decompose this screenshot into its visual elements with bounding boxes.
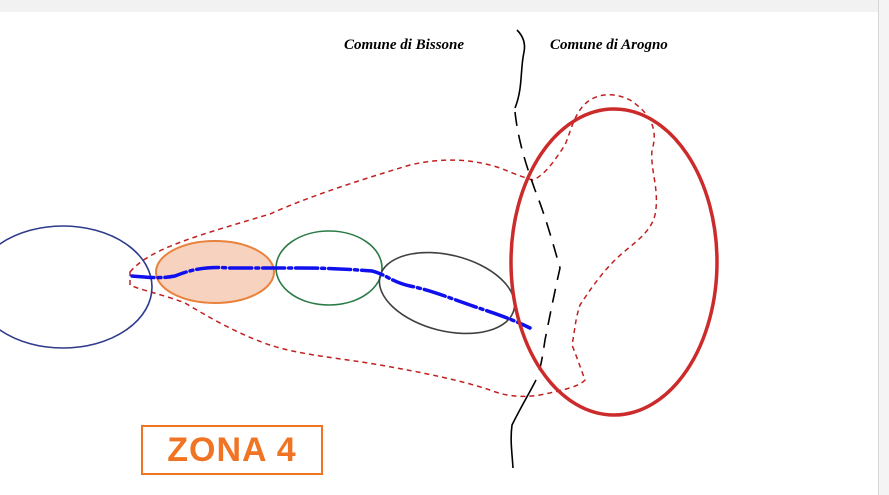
zone-perimeter-dashed-line [129,94,658,398]
window-top-strip [0,0,889,12]
municipal-boundary-dashed [514,111,561,379]
ellipse-dark [378,251,516,335]
municipal-boundary-bottom [510,379,537,469]
window-right-strip [878,0,889,495]
ellipse-orange [155,240,275,304]
stream-line [130,265,532,330]
label-comune-bissone: Comune di Bissone [344,37,465,53]
zone-label: ZONA 4 [167,430,297,469]
ellipse-red [509,107,719,417]
ellipse-navy [0,225,153,349]
label-comune-arogno: Comune di Arogno [550,37,668,53]
municipal-boundary-top [514,29,526,109]
zone-label-box: ZONA 4 [141,425,323,475]
